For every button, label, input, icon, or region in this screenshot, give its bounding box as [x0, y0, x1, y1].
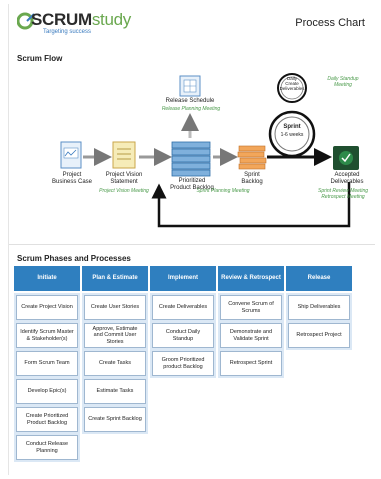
phase-header-release: Release — [286, 266, 352, 291]
node-release-schedule: Release Schedule — [159, 98, 221, 105]
process-cell: Convene Scrum of Scrums — [220, 295, 282, 320]
daily-inner — [280, 76, 304, 100]
business-case-icon — [60, 141, 82, 169]
logo-tagline: Targeting success — [43, 29, 92, 35]
node-sprint: Sprint — [277, 124, 307, 131]
sprint-inner — [274, 116, 310, 152]
daily-label: Daily Create Deliverables — [279, 76, 305, 91]
process-cell: Develop Epic(s) — [16, 379, 78, 404]
business-case-label: Project Business Case — [51, 172, 93, 185]
logo-wordmark: SCRUMstudy — [31, 10, 131, 30]
logo-study: study — [91, 10, 131, 29]
arrow-feedback-loop — [151, 182, 351, 228]
meeting-sprint-review: Sprint Review Meeting Retrospect Meeting — [317, 188, 369, 200]
accepted-deliverables-icon — [333, 146, 359, 170]
phase-header-initiate: Initiate — [14, 266, 80, 291]
accepted-label: Accepted Deliverables — [330, 172, 364, 185]
product-backlog-icon — [171, 141, 211, 177]
phase-header-review-retrospect: Review & Retrospect — [218, 266, 284, 291]
process-cell: Demonstrate and Validate Sprint — [220, 323, 282, 348]
process-cell: Ship Deliverables — [288, 295, 350, 320]
phase-header-plan-estimate: Plan & Estimate — [82, 266, 148, 291]
header: SCRUMstudy Targeting success Process Cha… — [9, 4, 375, 44]
release-schedule-label: Release Schedule — [165, 98, 215, 104]
product-backlog-label: Prioritized Product Backlog — [170, 178, 214, 191]
vision-statement-label: Project Vision Statement — [105, 172, 143, 185]
process-cell: Retrospect Sprint — [220, 351, 282, 376]
process-cell: Groom Prioritized product Backlog — [152, 351, 214, 376]
process-cell: Approve, Estimate and Commit User Storie… — [84, 323, 146, 348]
sprint-weeks-label: 1-6 weeks — [280, 132, 304, 138]
logo-main: SCRUM — [31, 10, 92, 29]
phases-table: Initiate Plan & Estimate Implement Revie… — [14, 266, 362, 465]
sprint-backlog-label: Sprint Backlog — [241, 172, 263, 185]
node-sprint-backlog: Sprint Backlog — [229, 172, 275, 186]
page-title: Process Chart — [295, 17, 365, 29]
process-cell: Conduct Release Planning — [16, 435, 78, 460]
release-schedule-icon — [179, 75, 201, 97]
node-business-case: Project Business Case — [49, 172, 95, 186]
meeting-sprint-planning: Sprint Planning Meeting — [196, 188, 250, 194]
process-cell: Create Tasks — [84, 351, 146, 376]
process-cell: Create Deliverables — [152, 295, 214, 320]
process-cell: Estimate Tasks — [84, 379, 146, 404]
section-divider — [9, 244, 375, 245]
node-vision-statement: Project Vision Statement — [99, 172, 149, 186]
process-cell: Create User Stories — [84, 295, 146, 320]
flow-arrows — [60, 73, 359, 228]
process-cell: Form Scrum Team — [16, 351, 78, 376]
process-cell: Create Prioritized Product Backlog — [16, 407, 78, 432]
process-cell: Conduct Daily Standup — [152, 323, 214, 348]
phase-header-implement: Implement — [150, 266, 216, 291]
scrum-flow-title: Scrum Flow — [17, 54, 63, 63]
node-sprint-weeks: 1-6 weeks — [275, 132, 309, 139]
phases-header-row: Initiate Plan & Estimate Implement Revie… — [14, 266, 362, 291]
daily-cycle — [277, 73, 307, 103]
meeting-release-planning: Release Planning Meeting — [161, 106, 221, 112]
node-accepted: Accepted Deliverables — [323, 172, 371, 186]
sprint-label: Sprint — [283, 124, 301, 130]
process-cell: Identify Scrum Master & Stakeholder(s) — [16, 323, 78, 348]
sprint-cycle — [268, 110, 316, 158]
process-cell: Retrospect Project — [288, 323, 350, 348]
sprint-backlog-icon — [237, 145, 267, 170]
meeting-daily-standup: Daily Standup Meeting — [327, 76, 359, 88]
node-product-backlog: Prioritized Product Backlog — [161, 178, 223, 192]
meeting-project-vision: Project Vision Meeting — [99, 188, 149, 194]
logo-mark-icon — [17, 12, 35, 30]
node-daily: Daily Create Deliverables — [277, 76, 307, 91]
process-cell: Create Sprint Backlog — [84, 407, 146, 432]
phases-title: Scrum Phases and Processes — [17, 254, 131, 263]
process-cell: Create Project Vision — [16, 295, 78, 320]
phase-column-bg — [14, 293, 80, 462]
scrum-flow-diagram: Project Business Case Project Vision Sta… — [9, 54, 375, 234]
vision-statement-icon — [112, 141, 136, 169]
